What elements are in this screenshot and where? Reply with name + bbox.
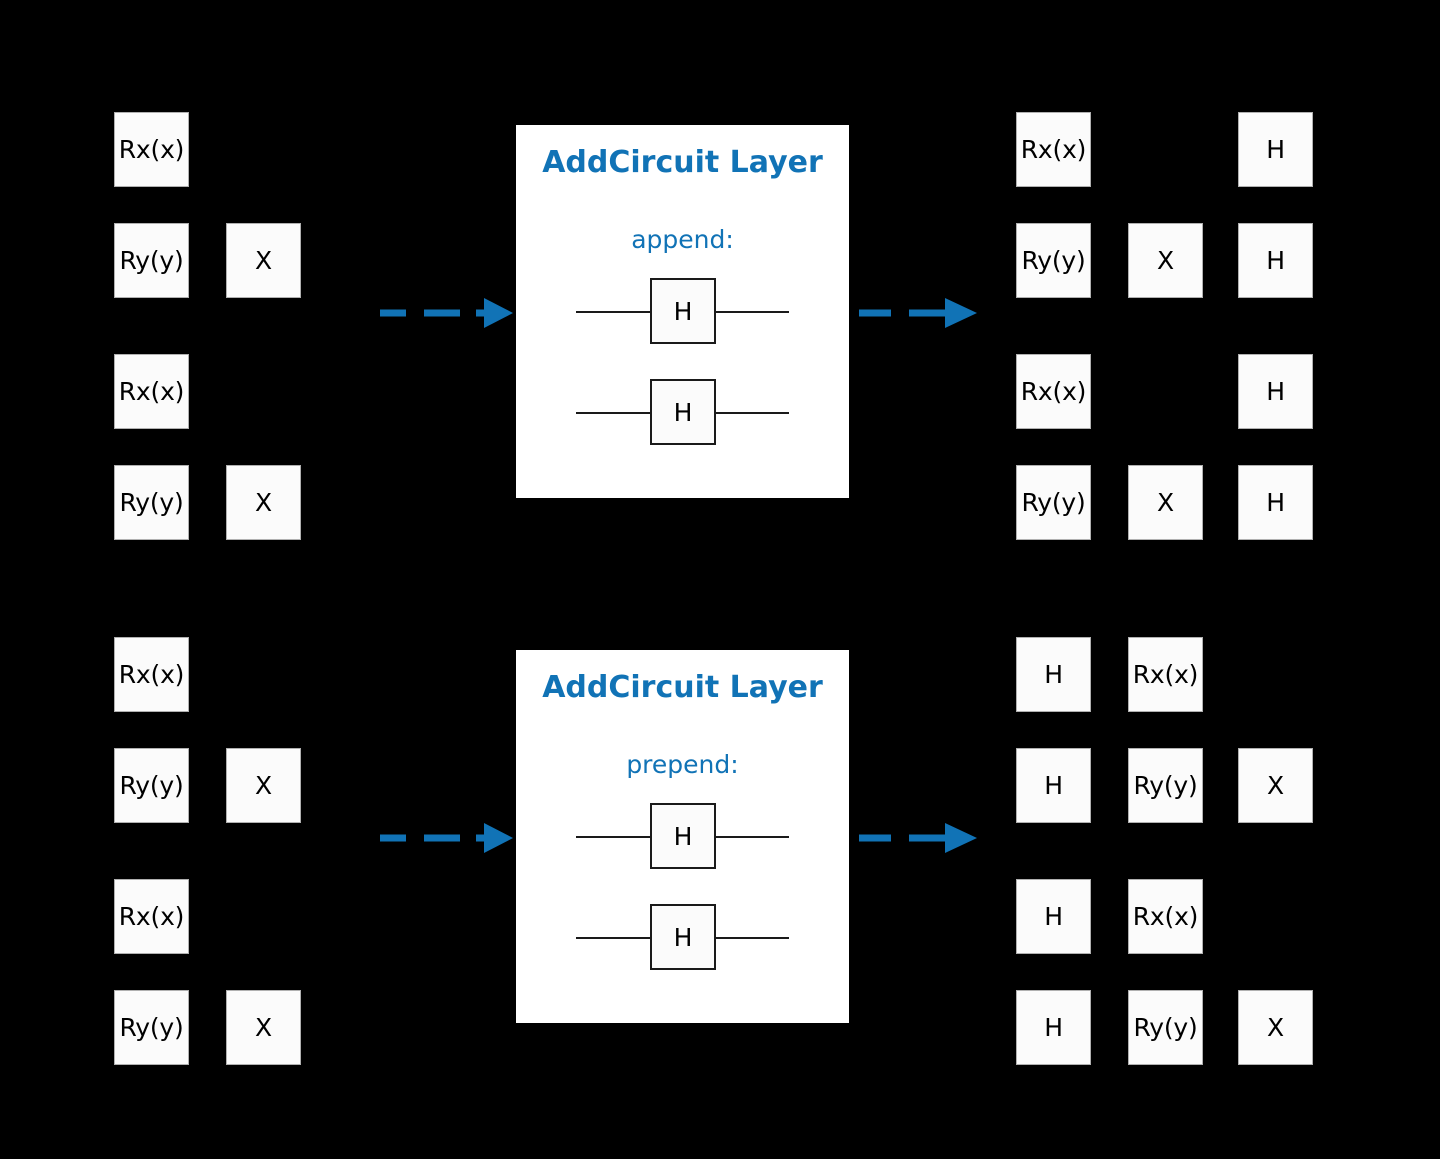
gate-rx[interactable]: Rx(x) [1128,637,1203,712]
mini-gate-h[interactable]: H [650,904,716,970]
gate-h[interactable]: H [1016,637,1091,712]
gate-x[interactable]: X [226,465,301,540]
mini-gate-h[interactable]: H [650,278,716,344]
gate-x[interactable]: X [1128,465,1203,540]
gate-rx[interactable]: Rx(x) [1016,354,1091,429]
gate-ry[interactable]: Ry(y) [114,465,189,540]
mini-gate-h[interactable]: H [650,379,716,445]
mini-circuit-wire: H [576,904,789,970]
gate-ry[interactable]: Ry(y) [1016,465,1091,540]
mini-circuit-wire: H [576,278,789,344]
gate-h[interactable]: H [1238,112,1313,187]
gate-x[interactable]: X [226,223,301,298]
mini-gate-h[interactable]: H [650,803,716,869]
panel-mode-label: prepend: [626,750,739,779]
gate-rx[interactable]: Rx(x) [114,112,189,187]
gate-ry[interactable]: Ry(y) [1016,223,1091,298]
gate-rx[interactable]: Rx(x) [114,354,189,429]
gate-h[interactable]: H [1016,879,1091,954]
gate-rx[interactable]: Rx(x) [114,637,189,712]
panel-title: AddCircuit Layer [542,145,823,180]
gate-ry[interactable]: Ry(y) [1128,990,1203,1065]
arrow-bottom-left [378,821,513,855]
gate-x[interactable]: X [1238,990,1313,1065]
gate-h[interactable]: H [1016,748,1091,823]
panel-mode-label: append: [631,225,734,254]
mini-circuit-wire: H [576,803,789,869]
gate-x[interactable]: X [226,748,301,823]
gate-x[interactable]: X [226,990,301,1065]
gate-rx[interactable]: Rx(x) [114,879,189,954]
gate-x[interactable]: X [1238,748,1313,823]
gate-ry[interactable]: Ry(y) [114,223,189,298]
gate-rx[interactable]: Rx(x) [1016,112,1091,187]
gate-h[interactable]: H [1016,990,1091,1065]
gate-h[interactable]: H [1238,465,1313,540]
gate-h[interactable]: H [1238,354,1313,429]
gate-h[interactable]: H [1238,223,1313,298]
arrow-top-right [857,296,977,330]
gate-rx[interactable]: Rx(x) [1128,879,1203,954]
gate-ry[interactable]: Ry(y) [114,748,189,823]
panel-title: AddCircuit Layer [542,670,823,705]
gate-ry[interactable]: Ry(y) [1128,748,1203,823]
gate-x[interactable]: X [1128,223,1203,298]
addcircuit-layer-panel-append: AddCircuit Layer append: H H [516,125,849,498]
arrow-bottom-right [857,821,977,855]
mini-circuit-wire: H [576,379,789,445]
addcircuit-layer-panel-prepend: AddCircuit Layer prepend: H H [516,650,849,1023]
gate-ry[interactable]: Ry(y) [114,990,189,1065]
arrow-top-left [378,296,513,330]
